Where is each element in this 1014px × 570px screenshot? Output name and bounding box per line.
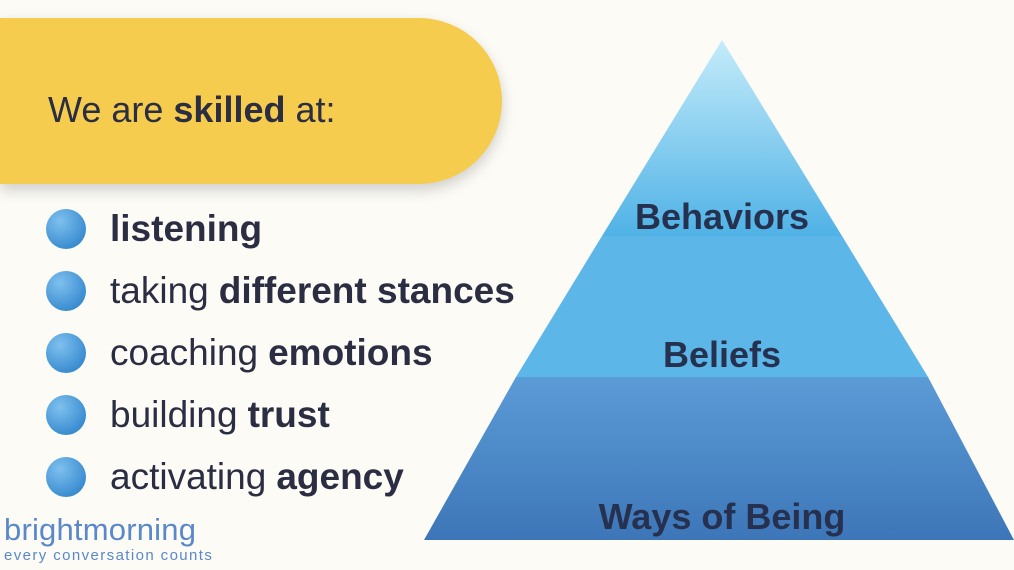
banner-prefix: We are: [48, 89, 164, 130]
skill-bold: different stances: [218, 270, 515, 311]
bullet-dot-icon: [46, 395, 86, 435]
banner-heading: We are skilled at:: [48, 92, 336, 128]
pyramid-tier-ways-of-being: [424, 377, 1014, 540]
brightmorning-logo: brightmorning every conversation counts: [4, 514, 213, 563]
bullet-dot-icon: [46, 209, 86, 249]
pyramid-label-ways-of-being: Ways of Being: [598, 496, 846, 537]
skill-plain: taking: [110, 270, 209, 311]
skill-bold: agency: [276, 456, 404, 497]
bullet-dot-icon: [46, 333, 86, 373]
pyramid-tier-beliefs: [516, 236, 928, 377]
pyramid-label-behaviors: Behaviors: [634, 196, 810, 237]
skill-bold: emotions: [268, 332, 433, 373]
pyramid-label-beliefs: Beliefs: [662, 334, 782, 375]
logo-word-morning: morning: [82, 512, 197, 547]
title-banner: We are skilled at:: [0, 18, 502, 184]
skill-plain: coaching: [110, 332, 259, 373]
banner-emphasis: skilled: [173, 89, 286, 130]
logo-wordmark: brightmorning: [4, 514, 213, 545]
skill-plain: building: [110, 394, 238, 435]
banner-suffix: at:: [295, 89, 336, 130]
pyramid-tier-behaviors: [602, 40, 842, 236]
bullet-dot-icon: [46, 457, 86, 497]
skill-bold: trust: [247, 394, 330, 435]
skill-item: listening: [46, 198, 515, 260]
logo-tagline: every conversation counts: [4, 547, 214, 564]
skill-plain: activating: [110, 456, 267, 497]
logo-word-bright: bright: [4, 512, 83, 547]
skill-bold: listening: [110, 208, 263, 249]
bullet-dot-icon: [46, 271, 86, 311]
